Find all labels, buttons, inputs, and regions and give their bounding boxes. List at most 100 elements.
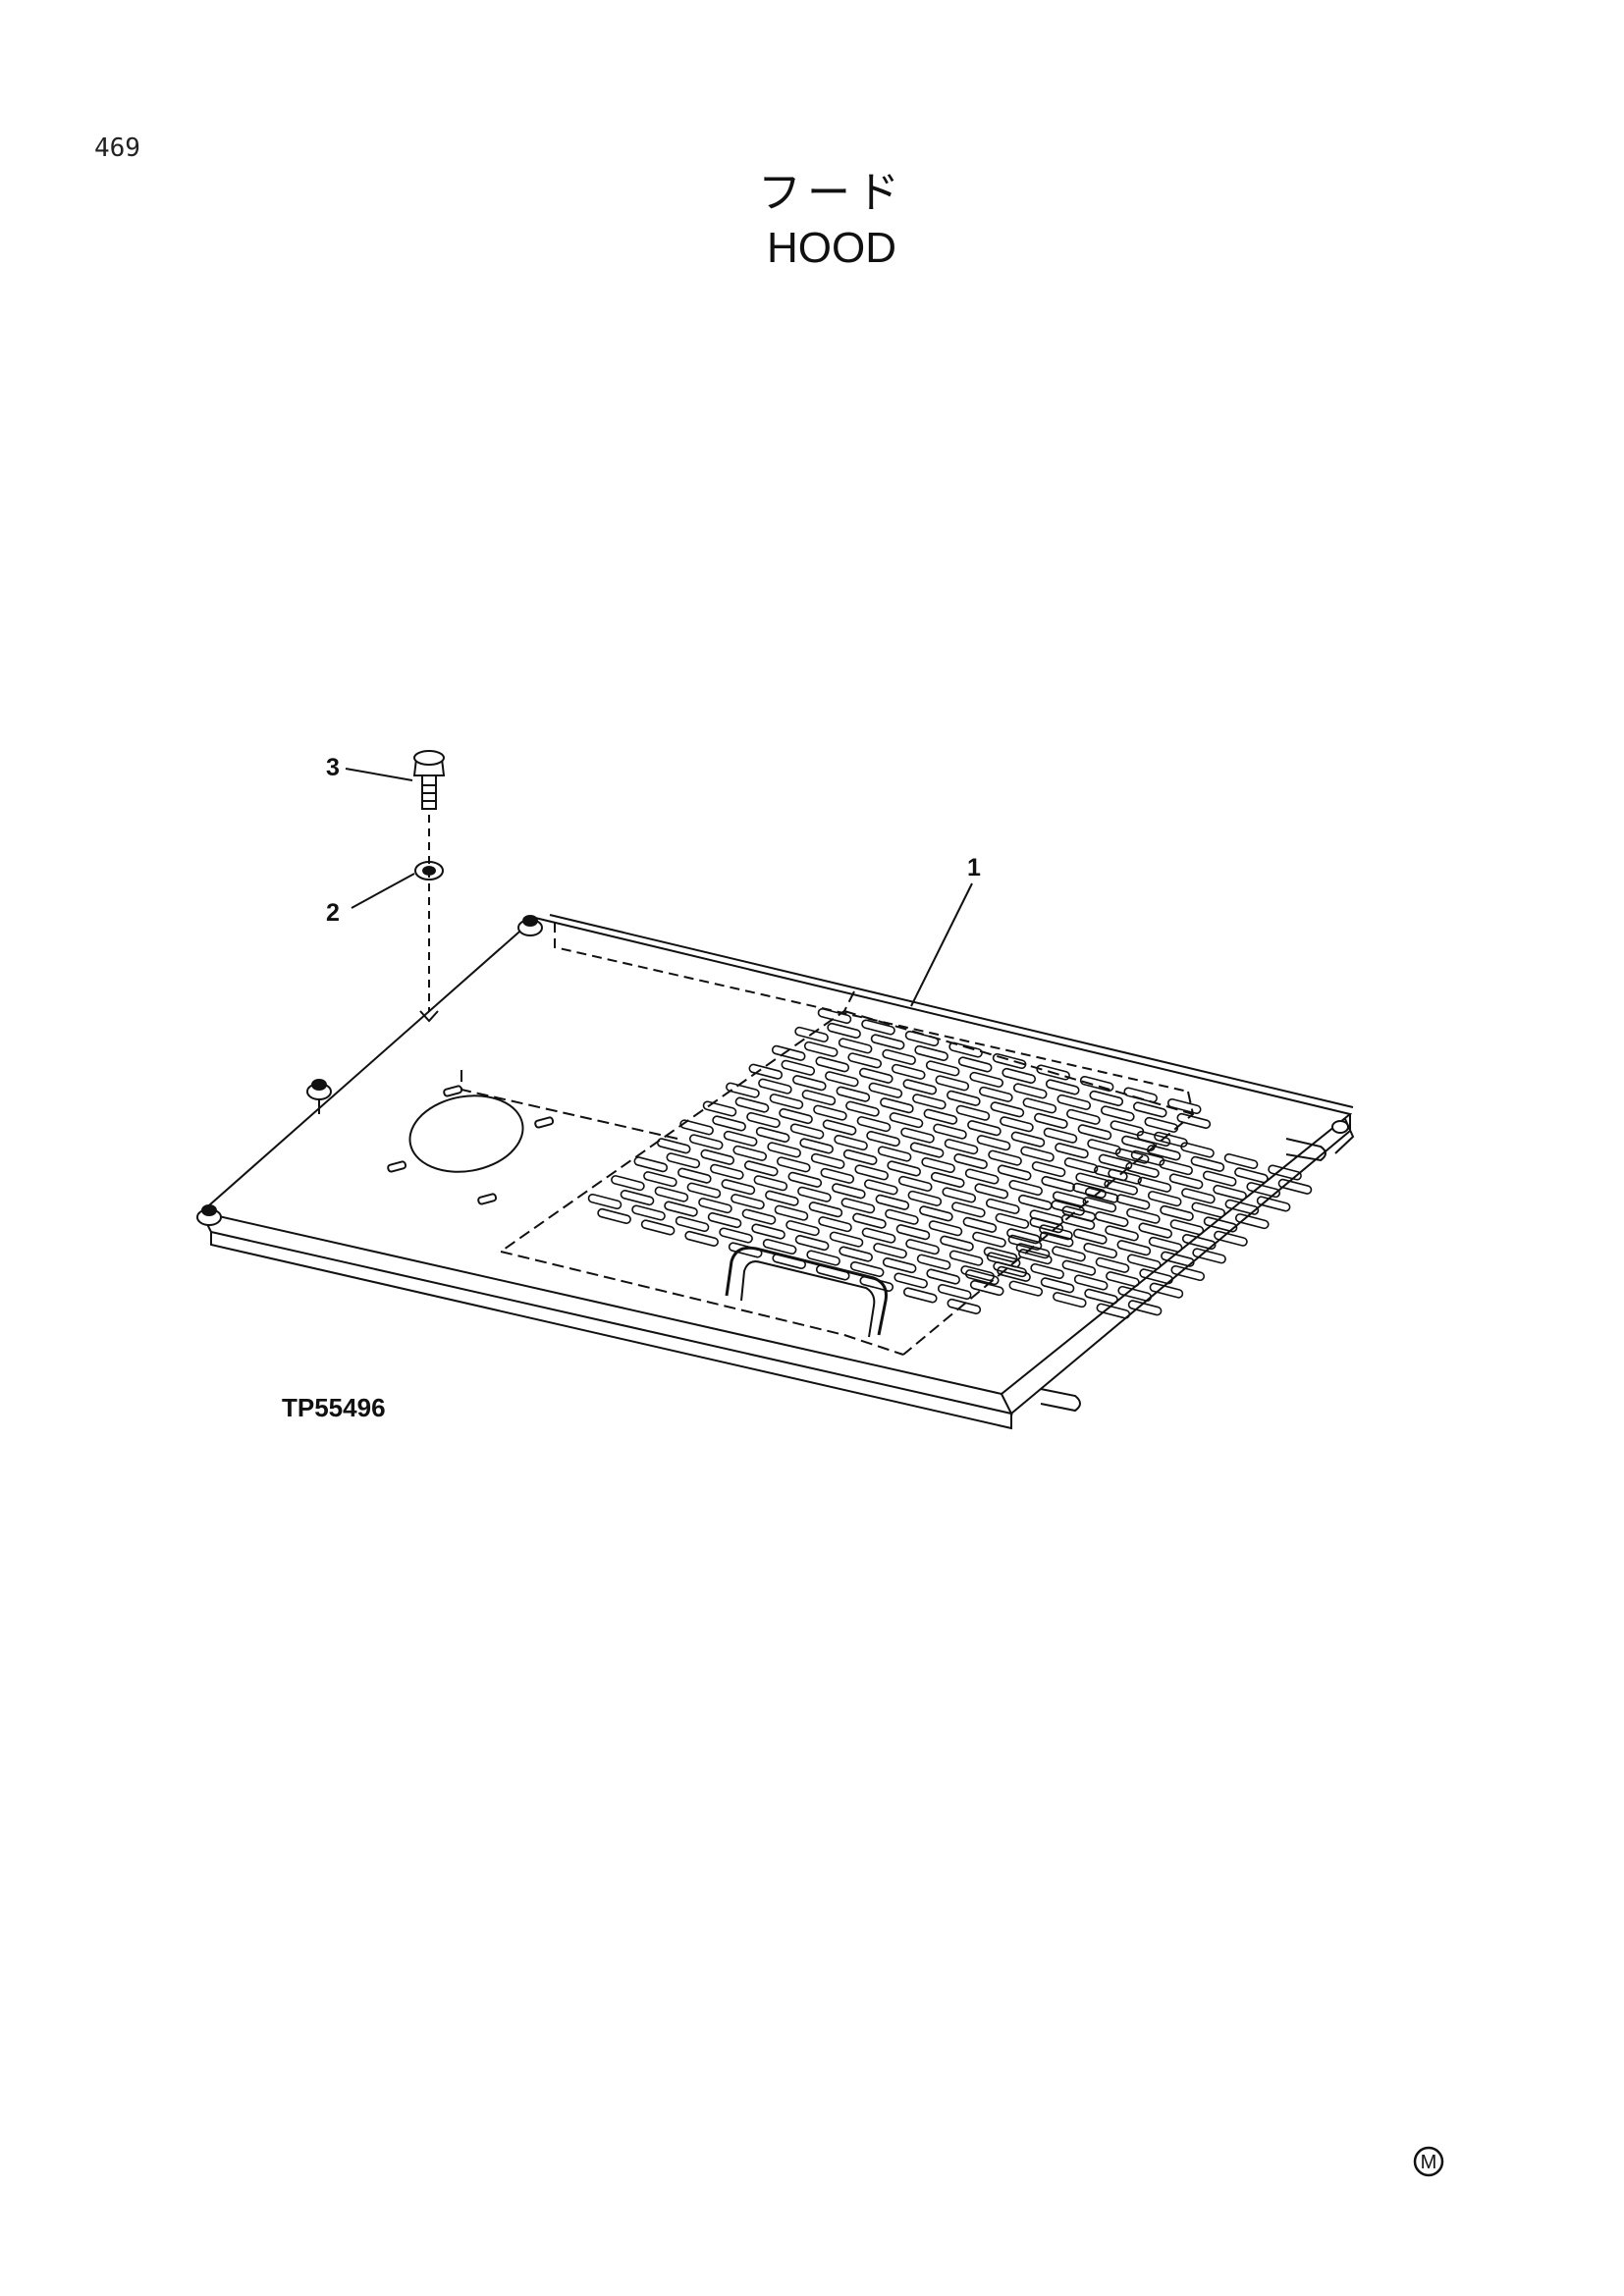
vent-slot <box>1084 1288 1118 1305</box>
vent-slot <box>829 1231 864 1248</box>
vent-slot <box>643 1171 677 1188</box>
vent-slot <box>866 1131 900 1148</box>
vent-slot <box>859 1275 893 1292</box>
leader-line-1 <box>910 882 973 1007</box>
vent-slot <box>960 1265 995 1282</box>
vent-slot <box>852 1212 887 1229</box>
vent-slot <box>1089 1090 1123 1106</box>
vent-slot <box>1101 1105 1135 1122</box>
vent-slot <box>942 1187 976 1203</box>
vent-slot <box>1149 1282 1184 1299</box>
vent-slot <box>1073 1274 1109 1291</box>
vent-slot <box>1041 1176 1075 1193</box>
vent-slot <box>983 1247 1018 1263</box>
vent-slot <box>938 1284 972 1300</box>
hood-mount-boss-front <box>196 1204 222 1226</box>
hood-slot <box>477 1193 498 1205</box>
vent-slot <box>1015 1243 1051 1259</box>
vent-slot <box>787 1171 822 1188</box>
vent-slot <box>771 1044 806 1061</box>
vent-slot <box>748 1063 784 1080</box>
vent-slot <box>895 1224 931 1241</box>
vent-slot <box>1013 1083 1048 1099</box>
vent-slot <box>948 1250 984 1266</box>
vent-slot <box>885 1208 919 1225</box>
vent-slot <box>1182 1234 1217 1251</box>
vent-slot <box>1115 1194 1151 1210</box>
vent-slot <box>723 1130 758 1147</box>
vent-slot <box>1022 1097 1057 1114</box>
vent-slot <box>921 1157 955 1173</box>
vent-slot <box>935 1075 969 1092</box>
vent-slot <box>620 1190 655 1206</box>
vent-slot <box>1139 1268 1173 1285</box>
hood-dashed-frame-bottom <box>500 1251 904 1356</box>
vent-slot <box>856 1116 892 1133</box>
vent-slot <box>698 1198 732 1214</box>
vent-slot <box>992 1053 1027 1069</box>
vent-slot <box>1114 1148 1150 1164</box>
vent-slot <box>1192 1248 1226 1264</box>
vent-slot <box>1154 1131 1188 1148</box>
vent-slot <box>700 1148 734 1165</box>
hood-top-surface <box>198 916 1353 1396</box>
figure-id: TP55496 <box>282 1393 386 1422</box>
vent-slot <box>1105 1225 1139 1242</box>
vent-slot <box>799 1138 834 1154</box>
vent-slot <box>767 1142 801 1158</box>
callout-3[interactable]: 3 <box>326 754 340 781</box>
hood-back-edge <box>549 914 1354 1108</box>
vent-slot <box>839 1246 873 1262</box>
vent-slot <box>1095 1256 1130 1273</box>
vent-slot <box>889 1112 924 1129</box>
vent-slot <box>882 1257 917 1274</box>
vent-slot <box>1116 1240 1152 1256</box>
vent-slot <box>769 1094 804 1110</box>
vent-slot <box>679 1119 714 1136</box>
vent-slot <box>907 1190 943 1206</box>
vent-slot <box>832 1183 866 1200</box>
vent-slot <box>1046 1079 1080 1095</box>
vent-slot <box>1176 1112 1212 1129</box>
callout-2[interactable]: 2 <box>326 899 340 927</box>
vent-slot <box>988 1149 1022 1166</box>
bolt-part[interactable] <box>412 750 446 810</box>
vent-slot <box>1052 1246 1086 1262</box>
vent-slot <box>1051 1200 1085 1216</box>
vent-slot <box>1010 1131 1046 1148</box>
vent-slot <box>785 1220 820 1237</box>
vent-slot <box>1117 1286 1152 1302</box>
vent-slot <box>816 1264 850 1281</box>
hood-mount-boss-mid <box>306 1079 332 1114</box>
vent-slot <box>758 1078 792 1095</box>
callout-1[interactable]: 1 <box>967 854 981 881</box>
vent-slot <box>993 1261 1027 1278</box>
vent-slot <box>1268 1164 1302 1181</box>
vent-slot <box>789 1123 825 1140</box>
vent-slot <box>928 1220 963 1237</box>
hood-pin-rear <box>1285 1138 1326 1162</box>
vent-slot <box>904 1031 940 1046</box>
vent-slot <box>859 1067 893 1084</box>
vent-slot <box>995 1212 1030 1229</box>
vent-slot <box>810 1152 845 1169</box>
vent-slot <box>1191 1201 1225 1218</box>
vent-slot <box>882 1048 916 1065</box>
vent-slot <box>781 1059 815 1076</box>
vent-slot <box>914 1044 948 1061</box>
vent-slot <box>792 1075 827 1092</box>
vent-slot <box>997 1164 1032 1181</box>
hood-front-skirt-lower <box>210 1232 1012 1430</box>
vent-slot <box>1001 1067 1036 1084</box>
vent-slot <box>1190 1155 1225 1172</box>
vent-slot <box>976 1135 1011 1151</box>
vent-slot <box>719 1227 753 1244</box>
vent-slot <box>940 1235 974 1252</box>
vent-slot <box>1123 1087 1158 1103</box>
vent-slot <box>803 1041 839 1057</box>
vent-slot <box>1224 1199 1260 1215</box>
vent-slot <box>933 1123 967 1140</box>
vent-slot <box>1039 1231 1074 1248</box>
vent-slot <box>870 1034 905 1050</box>
vent-slot <box>1083 1243 1117 1258</box>
